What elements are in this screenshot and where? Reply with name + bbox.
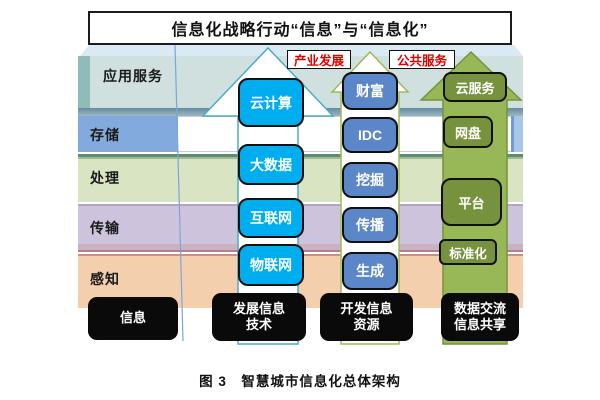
figure-caption: 图 3 智慧城市信息化总体架构 [199,374,401,389]
layer-label-transmission: 传输 [90,220,120,236]
cyan-arrow-item-cloud-computing: 云计算 [238,78,304,127]
bottom-box-line: 信息共享 [453,317,506,332]
bottom-box-line: 信息 [119,310,146,326]
bottom-box-line: 资源 [353,317,380,332]
green-arrow-item-standardization: 标准化 [439,239,497,265]
bottom-box-information: 信息 [88,297,178,340]
blue-arrow-item-spread: 传播 [342,207,398,243]
bottom-box-line: 技术 [245,317,272,332]
cyan-arrow-item-internet: 互联网 [238,198,304,238]
layer-label-processing: 处理 [90,170,120,186]
green-arrow-item-platform: 平台 [441,178,502,226]
layer-label-application-services: 应用服务 [103,68,163,84]
green-arrow-item-net-disk: 网盘 [443,116,493,148]
blue-arrow-item-mining: 挖掘 [342,162,398,198]
layer-storage-label-box [78,116,178,152]
figure-title: 信息化战略行动“信息”与“信息化” [171,22,429,39]
bottom-box-develop-it: 发展信息 技术 [212,293,306,341]
title-box: 信息化战略行动“信息”与“信息化” [88,11,512,45]
bottom-box-line: 发展信息 [232,300,285,316]
bottom-box-line: 数据交流 [453,300,506,316]
cyan-arrow-item-big-data: 大数据 [238,144,304,185]
bottom-box-line: 开发信息 [340,300,393,316]
green-arrow-item-cloud-service: 云服务 [443,72,507,102]
cyan-arrow-item-iot: 物联网 [238,244,304,286]
layer-label-storage: 存储 [90,127,120,143]
bottom-box-develop-info-resources: 开发信息 资源 [320,293,413,341]
tag-public-service: 公共服务 [389,50,455,69]
blue-arrow-item-generation: 生成 [342,252,398,290]
bottom-box-data-exchange-sharing: 数据交流 信息共享 [441,293,519,341]
tag-industry-development: 产业发展 [287,50,351,69]
blue-arrow-item-idc: IDC [342,117,398,153]
layer-storage-right-edge [511,116,523,152]
layer-label-perception: 感知 [90,271,120,287]
blue-arrow-item-wealth: 财富 [342,72,398,110]
